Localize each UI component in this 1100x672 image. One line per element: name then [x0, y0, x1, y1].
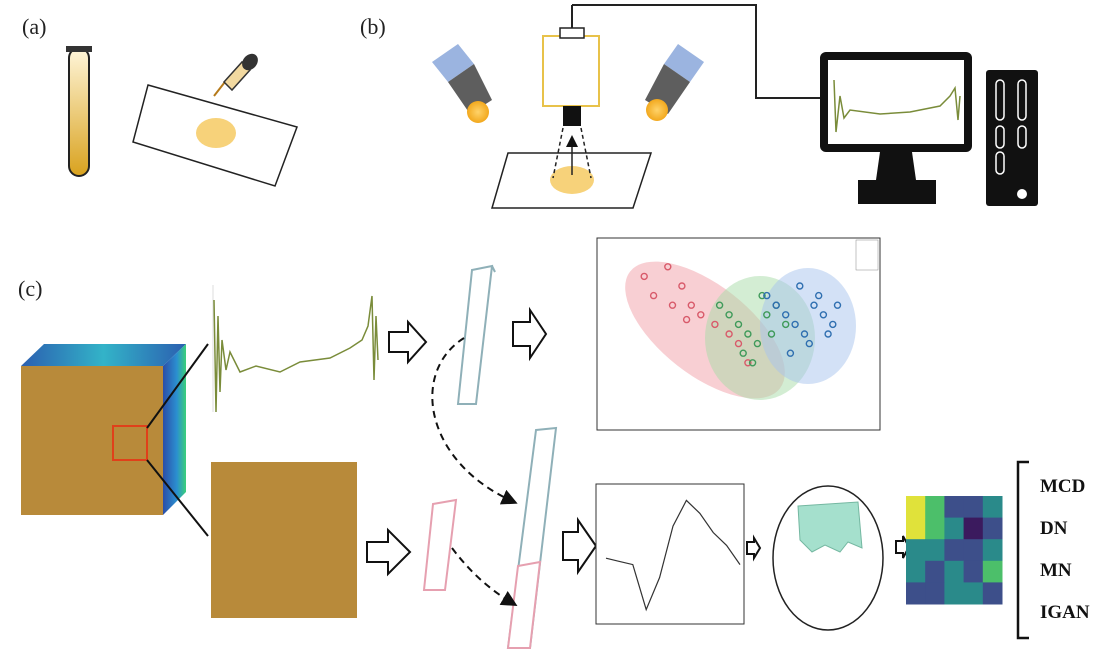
scatter-point	[833, 301, 842, 309]
heatmap-cell	[982, 517, 1003, 540]
heatmap-cell	[963, 496, 984, 519]
scatter-point	[758, 291, 766, 300]
radial-chart	[772, 485, 884, 631]
scatter-point	[739, 349, 747, 357]
scatter-point	[725, 330, 733, 338]
scatter-point	[800, 330, 809, 338]
scatter-point	[772, 301, 780, 309]
panel-label-c: (c)	[18, 276, 43, 301]
camera-icon	[542, 4, 826, 126]
scatter-point	[753, 339, 762, 348]
heatmap-cell	[925, 496, 945, 519]
heatmap-cell	[982, 582, 1003, 605]
legend-box	[855, 239, 879, 271]
scatter-point	[682, 315, 691, 324]
test-tube-icon	[66, 46, 92, 177]
sample-image	[211, 462, 357, 618]
heatmap-cell	[944, 582, 965, 605]
line-series	[605, 499, 741, 612]
scatter-point	[763, 311, 771, 319]
heatmap-cell	[944, 496, 965, 519]
fusion-arrow-2	[451, 547, 518, 607]
heatmap-cell	[925, 539, 945, 562]
scatter-point	[678, 282, 686, 290]
heatmap-cell	[982, 560, 1003, 583]
feature-vector-pink	[422, 498, 458, 591]
scatter-chart	[596, 237, 881, 431]
scatter-point	[748, 359, 757, 367]
scatter-point	[734, 320, 743, 329]
scatter-point	[640, 272, 648, 281]
scatter-point	[697, 311, 705, 319]
hyperspectral-cube	[21, 343, 209, 537]
heatmap-cell	[906, 517, 926, 540]
heatmap-cell	[906, 560, 926, 583]
scatter-point	[711, 320, 719, 329]
heatmap-chart	[906, 496, 1003, 605]
heatmap-cell	[963, 539, 984, 562]
arrow-right-icon	[366, 306, 911, 577]
heatmap-cell	[925, 560, 945, 583]
spectrum-plot	[212, 285, 379, 413]
heatmap-cell	[982, 539, 1003, 562]
scatter-point	[829, 320, 837, 329]
scatter-point	[810, 301, 818, 309]
scatter-point	[734, 339, 743, 348]
cluster-ellipse-blue	[760, 268, 856, 384]
scatter-point	[763, 291, 771, 300]
scatter-point	[744, 359, 752, 367]
heatmap-cell	[963, 517, 984, 540]
scatter-point	[767, 330, 776, 338]
panel-label-a: (a)	[22, 14, 47, 39]
heatmap-cell	[944, 539, 965, 562]
heatmap-cell	[982, 496, 1003, 519]
scatter-point	[715, 301, 724, 309]
lamp-icon	[432, 44, 492, 123]
heatmap-cell	[925, 582, 945, 605]
class-bracket	[1016, 460, 1029, 640]
dropper-icon	[213, 53, 258, 97]
roi-box	[112, 425, 148, 461]
heatmap-cell	[944, 560, 965, 583]
light-cone	[491, 127, 653, 209]
scatter-point	[805, 339, 813, 348]
glass-slide	[132, 84, 298, 187]
heatmap-cell	[963, 560, 984, 583]
scatter-point	[782, 311, 790, 319]
fusion-arrow-1	[431, 337, 518, 505]
scatter-point	[664, 263, 672, 271]
class-label-dn: DN	[1040, 518, 1068, 539]
class-label-mcd: MCD	[1040, 476, 1086, 497]
scatter-point	[824, 330, 832, 338]
class-label-mn: MN	[1040, 560, 1072, 581]
scatter-point	[687, 301, 695, 309]
scatter-point	[791, 320, 799, 329]
heatmap-cell	[906, 539, 926, 562]
panel-label-b: (b)	[360, 14, 386, 39]
class-label-igan: IGAN	[1040, 602, 1090, 623]
scatter-point	[819, 311, 828, 319]
heatmap-cell	[963, 582, 984, 605]
feature-vector-combined	[506, 426, 558, 649]
heatmap-cell	[906, 496, 926, 519]
monitor-icon	[820, 52, 972, 204]
pc-tower-icon	[986, 70, 1038, 206]
scatter-point	[815, 291, 823, 300]
scatter-point	[782, 320, 790, 329]
heatmap-cell	[944, 517, 965, 540]
sample-drop	[196, 118, 236, 148]
lamp-icon-right	[645, 44, 704, 121]
scatter-point	[668, 301, 677, 309]
heatmap-cell	[925, 517, 945, 540]
scatter-point	[786, 349, 795, 357]
heatmap-cell	[906, 582, 926, 605]
line-chart	[595, 483, 745, 625]
scatter-point	[744, 330, 752, 338]
scatter-point	[649, 291, 658, 300]
scatter-point	[796, 282, 804, 290]
feature-vector-blue	[456, 264, 496, 405]
scatter-point	[725, 311, 733, 319]
